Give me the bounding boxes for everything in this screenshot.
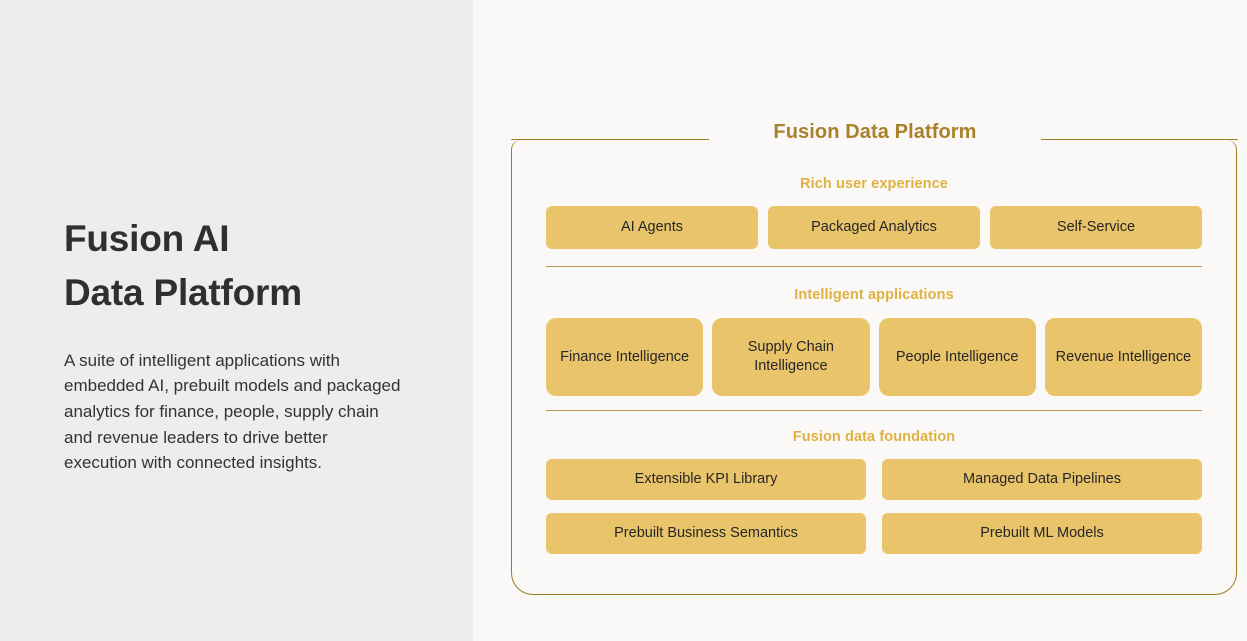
- tier-label-applications: Intelligent applications: [794, 287, 954, 303]
- page-title: Fusion AI Data Platform: [64, 212, 414, 321]
- tier-fusion-data-foundation: Fusion data foundation Extensible KPI Li…: [512, 411, 1236, 554]
- divider-applications-foundation: [546, 410, 1202, 411]
- card-self-service[interactable]: Self-Service: [990, 206, 1202, 249]
- left-content: Fusion AI Data Platform A suite of intel…: [64, 212, 414, 476]
- card-row-applications: Finance Intelligence Supply Chain Intell…: [512, 318, 1236, 396]
- card-prebuilt-ml-models[interactable]: Prebuilt ML Models: [882, 513, 1202, 554]
- card-row-experience: AI Agents Packaged Analytics Self-Servic…: [512, 206, 1236, 249]
- card-row-foundation-2: Prebuilt Business Semantics Prebuilt ML …: [512, 513, 1236, 554]
- diagram-top-border-left: [510, 138, 709, 140]
- card-packaged-analytics[interactable]: Packaged Analytics: [768, 206, 980, 249]
- diagram-title: Fusion Data Platform: [773, 121, 977, 143]
- page-title-line-2: Data Platform: [64, 272, 302, 314]
- card-managed-data-pipelines[interactable]: Managed Data Pipelines: [882, 459, 1202, 500]
- card-revenue-intelligence[interactable]: Revenue Intelligence: [1044, 318, 1202, 396]
- card-ai-agents[interactable]: AI Agents: [546, 206, 758, 249]
- page-title-line-1: Fusion AI: [64, 218, 230, 259]
- tier-label-foundation: Fusion data foundation: [792, 429, 956, 445]
- left-panel: Fusion AI Data Platform A suite of intel…: [0, 0, 473, 641]
- card-row-foundation-1: Extensible KPI Library Managed Data Pipe…: [512, 459, 1236, 500]
- card-people-intelligence[interactable]: People Intelligence: [878, 318, 1036, 396]
- card-extensible-kpi-library[interactable]: Extensible KPI Library: [546, 459, 866, 500]
- tier-label-experience: Rich user experience: [800, 176, 948, 192]
- diagram-top-border-right: [1040, 138, 1238, 140]
- page-description: A suite of intelligent applications with…: [64, 350, 401, 473]
- card-prebuilt-business-semantics[interactable]: Prebuilt Business Semantics: [546, 513, 866, 554]
- card-finance-intelligence[interactable]: Finance Intelligence: [546, 318, 704, 396]
- divider-experience-applications: [546, 266, 1202, 267]
- platform-diagram: Fusion Data Platform Rich user experienc…: [510, 121, 1238, 595]
- tier-intelligent-applications: Intelligent applications Finance Intelli…: [512, 267, 1236, 396]
- card-supply-chain-intelligence[interactable]: Supply Chain Intelligence: [712, 318, 870, 396]
- tier-rich-user-experience: Rich user experience AI Agents Packaged …: [512, 140, 1236, 249]
- right-panel: Fusion Data Platform Rich user experienc…: [473, 0, 1247, 641]
